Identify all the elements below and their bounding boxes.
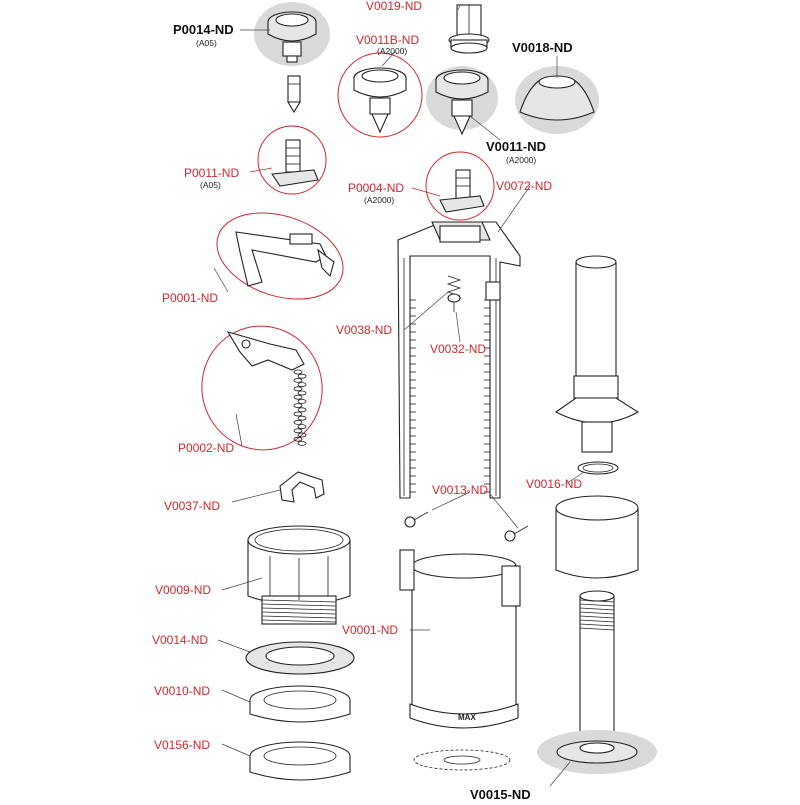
part-v0038-spring	[446, 275, 462, 297]
label-v0032: V0032-ND	[430, 342, 486, 356]
part-v0011-button	[426, 66, 498, 136]
label-p0011: P0011-ND	[184, 166, 239, 180]
part-v0015-base	[537, 730, 657, 774]
label-p0002: P0002-ND	[178, 441, 234, 455]
part-overflow-pipe-top	[554, 255, 640, 453]
label-v0011: V0011-ND	[486, 139, 546, 154]
part-v0016-o-ring	[577, 461, 619, 475]
part-v0037-clip	[279, 471, 325, 503]
label-p0014: P0014-ND	[173, 22, 234, 37]
part-p0014-pin	[287, 75, 301, 114]
part-overflow-cap-cylinder	[555, 495, 639, 579]
sublabel-p0014: (A05)	[196, 38, 217, 48]
part-p0001-lever	[216, 212, 344, 300]
part-v0013-pins	[404, 511, 529, 542]
part-float-base-plate	[413, 749, 511, 771]
part-v0072-frame	[397, 221, 521, 499]
label-v0001: V0001-ND	[342, 623, 398, 637]
label-v0156: V0156-ND	[154, 738, 210, 752]
label-v0014: V0014-ND	[152, 633, 208, 647]
part-overflow-pipe-lower	[579, 590, 615, 747]
label-v0015: V0015-ND	[470, 787, 531, 800]
label-v0038: V0038-ND	[336, 323, 392, 337]
leader-lines	[213, 4, 585, 787]
label-v0011b: V0011B-ND	[356, 33, 419, 47]
label-p0001: P0001-ND	[162, 291, 218, 305]
part-v0010-nut	[249, 685, 351, 723]
label-v0013: V0013-ND	[432, 483, 488, 497]
sublabel-p0004: (A2000)	[364, 195, 394, 205]
part-v0001-float: MAX	[399, 549, 521, 729]
part-v0019-stem	[448, 4, 490, 54]
label-v0072: V0072-ND	[496, 179, 552, 193]
part-v0014-washer	[245, 641, 355, 675]
label-v0019: V0019-ND	[366, 0, 422, 13]
part-v0011b-button	[337, 52, 423, 138]
label-v0010: V0010-ND	[154, 684, 210, 698]
part-p0011-valve-holder	[257, 125, 327, 195]
sublabel-v0011b: (A2000)	[377, 46, 407, 56]
float-max-mark: MAX	[458, 713, 476, 722]
sublabel-v0011: (A2000)	[506, 155, 536, 165]
part-v0018-cap	[515, 66, 599, 134]
label-v0018: V0018-ND	[512, 40, 573, 55]
label-v0009: V0009-ND	[155, 583, 211, 597]
label-v0037: V0037-ND	[164, 499, 220, 513]
part-p0014-push-button	[254, 2, 330, 66]
part-labels: P0014-ND (A05) V0019-ND V0011B-ND (A2000…	[152, 0, 582, 802]
label-p0004: P0004-ND	[348, 181, 404, 195]
label-v0016: V0016-ND	[526, 477, 582, 491]
part-v0156-nut	[249, 741, 351, 781]
part-p0004-valve-holder	[425, 151, 495, 221]
sublabel-p0011: (A05)	[200, 180, 221, 190]
part-v0009-cage	[247, 525, 351, 625]
part-v0032-screw	[447, 293, 461, 312]
part-p0002-lever-chain	[201, 325, 323, 451]
